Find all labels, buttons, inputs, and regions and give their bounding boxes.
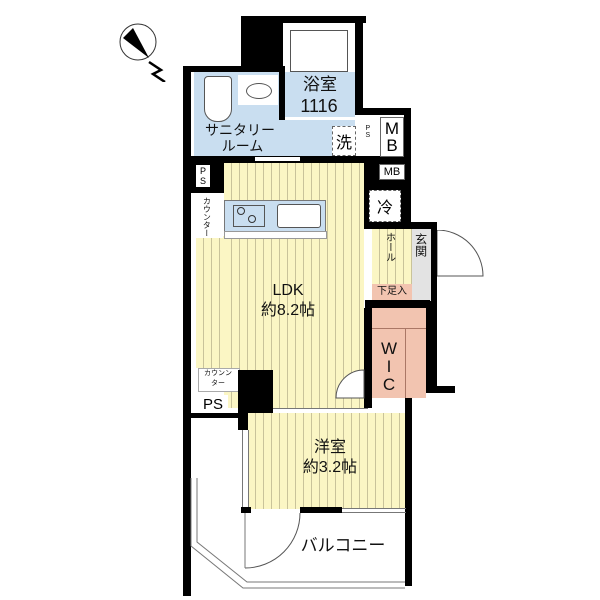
counter-bottom-label-2: ター <box>211 380 225 387</box>
wall <box>278 66 285 121</box>
ps-box-top: PS <box>196 165 210 187</box>
ldk-label: LDK <box>272 282 304 299</box>
sanitary-label-2: ルーム <box>221 138 264 154</box>
wall <box>183 66 191 596</box>
counter-label: カウンター <box>202 197 212 237</box>
wall <box>355 16 363 111</box>
wall <box>241 16 366 23</box>
toilet <box>204 76 232 122</box>
wall <box>362 222 437 229</box>
wall <box>426 290 437 390</box>
fridge-box: 冷 <box>369 190 401 222</box>
washer-label: 洗 <box>335 135 352 152</box>
fridge-label: 冷 <box>376 200 393 217</box>
door-gap <box>255 157 300 161</box>
shoe-box <box>372 284 412 301</box>
window-sill <box>342 508 406 513</box>
window-frame <box>242 430 249 510</box>
ps-label-top-text: PS <box>198 166 208 186</box>
wic-door[interactable] <box>334 368 366 402</box>
counter-edge <box>224 231 327 239</box>
shoe-box-label: 下足入 <box>377 286 407 297</box>
wall <box>300 507 342 513</box>
wic-label-w: W <box>380 339 398 358</box>
washer-box: 洗 <box>332 126 356 156</box>
ldk-floor <box>196 236 226 368</box>
wall <box>241 507 251 513</box>
ldk-size: 約8.2帖 <box>260 302 316 319</box>
burner <box>237 207 245 215</box>
entrance-door[interactable] <box>437 230 487 280</box>
western-room-label: 洋室 <box>313 439 346 456</box>
mb-box: M B <box>380 117 404 157</box>
entrance-label: 玄関 <box>413 233 428 257</box>
wall <box>405 386 455 393</box>
ps-box-bottom: PS <box>198 395 228 413</box>
counter-bottom-label-1: カウンン <box>204 370 232 377</box>
kitchen-sink <box>277 204 321 228</box>
bathroom-label: 浴室 <box>303 75 337 94</box>
mb-small-box-2: MB <box>379 164 405 180</box>
balcony-label: バルコニー <box>300 536 386 555</box>
wall <box>355 108 411 115</box>
bathtub <box>290 30 348 72</box>
bathroom <box>283 72 355 117</box>
entrance-floor <box>412 229 431 301</box>
stove-icon <box>233 205 265 227</box>
balcony-outline <box>190 478 405 589</box>
wic <box>372 308 426 398</box>
wic-label-i: I <box>386 357 392 376</box>
hall-label: ホール <box>383 232 395 262</box>
wall <box>183 66 283 72</box>
burner <box>248 215 256 223</box>
wall <box>431 222 437 292</box>
ps-label-bottom: PS <box>202 395 223 413</box>
mb-label-2: B <box>386 136 398 155</box>
wall <box>405 386 412 586</box>
sanitary-label-1: サニタリー <box>205 122 275 138</box>
hall-floor <box>372 229 412 284</box>
wall <box>364 308 372 408</box>
wic-shelf <box>372 308 426 329</box>
mb-label-1: M <box>384 119 400 138</box>
ps-shaft <box>365 117 373 153</box>
western-room-size: 約3.2帖 <box>302 459 358 476</box>
western-room-floor <box>248 413 405 509</box>
compass <box>113 22 166 84</box>
ps-label: PS <box>364 125 372 139</box>
bathroom-size: 1116 <box>300 96 338 116</box>
wic-label-c: C <box>382 375 396 394</box>
mb-small-label-2: MB <box>383 166 401 178</box>
compass-icon <box>119 23 166 84</box>
counter-area <box>193 193 223 238</box>
wall <box>183 413 238 418</box>
wall <box>241 16 283 66</box>
sanitary-room <box>194 120 355 157</box>
wall <box>365 300 430 308</box>
wic-shelf <box>405 328 406 398</box>
sink <box>246 83 272 99</box>
